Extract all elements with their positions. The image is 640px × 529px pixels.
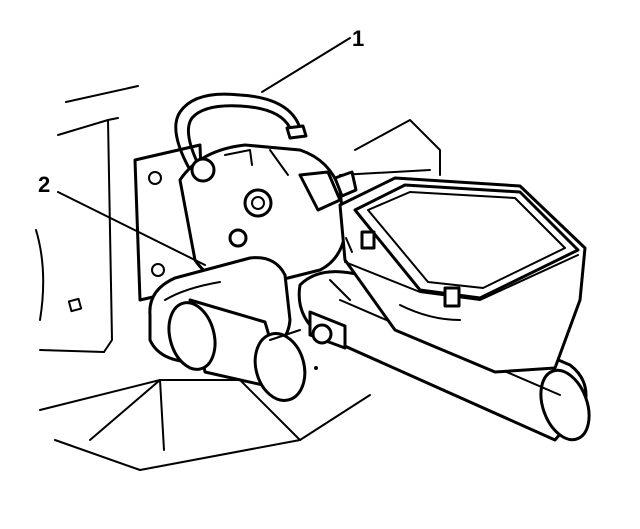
- firewall-panel: [35, 85, 441, 471]
- valve-housing: [178, 143, 358, 288]
- misc-lines: [314, 237, 353, 370]
- callout-label-1: 1: [352, 26, 365, 51]
- callout-leaders: [57, 37, 351, 266]
- leader-line-2: [57, 191, 206, 266]
- callout-label-2: 2: [38, 172, 51, 197]
- master-cylinder-body: [269, 270, 591, 442]
- brake-pipe: [174, 92, 308, 172]
- fluid-reservoir: [338, 176, 587, 374]
- leader-line-1: [261, 37, 351, 93]
- front-cylinder: [167, 298, 307, 402]
